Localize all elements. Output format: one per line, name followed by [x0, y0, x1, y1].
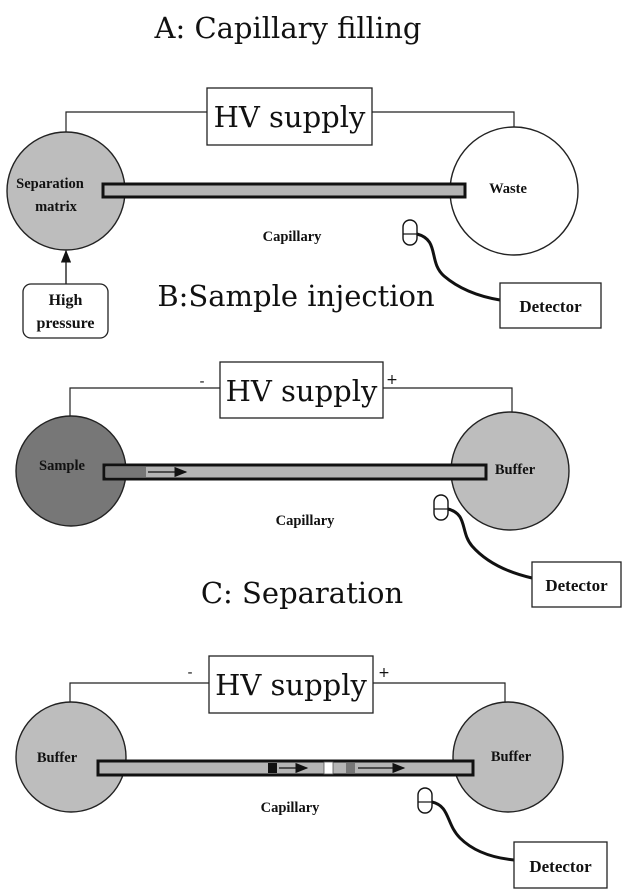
- panel-b-hv-supply-label: HV supply: [226, 374, 378, 408]
- panel-b-hv-supply-box: [219, 361, 384, 419]
- panel-a-capillary: [101, 182, 467, 199]
- panel-a-high-pressure-label-line1: High: [49, 292, 83, 309]
- panel-b-plus-sign: +: [386, 372, 398, 388]
- panel-a-detector-label: Detector: [519, 297, 582, 316]
- panel-c-analyte-band-medium: [346, 763, 355, 773]
- panel-c-right-wire: [373, 682, 506, 710]
- panel-a-capillary-label: Capillary: [263, 229, 323, 245]
- panel-a-title: A: Capillary filling: [154, 11, 422, 45]
- panel-c-hv-supply-label: HV supply: [215, 668, 367, 702]
- panel-b-sample-label: Sample: [39, 458, 85, 474]
- panel-a-left-reservoir-label-line2: matrix: [35, 199, 78, 215]
- panel-c-analyte-band-light: [323, 761, 334, 775]
- panel-b-minus-sign: -: [199, 374, 204, 390]
- panel-b-buffer-label: Buffer: [495, 462, 536, 478]
- panel-c-hv-supply-box: [208, 655, 374, 714]
- panel-b-detector-box: [531, 561, 622, 608]
- panel-b: B:Sample injection HV supply - + Sample …: [15, 279, 622, 608]
- panel-a-detector-probe: [402, 219, 418, 246]
- panel-c-plus-sign: +: [378, 665, 390, 681]
- panel-b-detector-cable: [447, 507, 533, 580]
- panel-a-detector-cable: [416, 232, 501, 302]
- panel-a-left-reservoir-label-line1: Separation: [16, 176, 84, 192]
- panel-a-detector-box: [499, 282, 602, 329]
- panel-c-minus-sign: -: [187, 665, 192, 681]
- panel-b-sample-plug: [106, 467, 146, 477]
- panel-b-detector-probe: [433, 494, 449, 521]
- panel-c-title: C: Separation: [201, 576, 403, 610]
- panel-c: C: Separation HV supply - + Buffer Buffe…: [15, 576, 608, 889]
- panel-c-right-buffer-label: Buffer: [491, 749, 532, 765]
- panel-a-high-pressure-label-line2: pressure: [36, 315, 94, 332]
- panel-c-left-buffer-label: Buffer: [37, 750, 78, 766]
- panel-c-detector-label: Detector: [529, 857, 592, 876]
- panel-b-capillary-label: Capillary: [276, 513, 336, 529]
- panel-c-detector-box: [513, 841, 608, 889]
- panel-b-detector-label: Detector: [545, 576, 608, 595]
- panel-a-waste-label: Waste: [489, 181, 527, 197]
- panel-c-detector-cable: [431, 800, 515, 862]
- panel-a: A: Capillary filling HV supply Separatio…: [6, 11, 602, 339]
- panel-b-capillary: [102, 463, 488, 481]
- panel-a-hv-supply-box: [206, 87, 373, 146]
- panel-a-high-pressure-box: [22, 283, 109, 339]
- panel-c-detector-probe: [417, 787, 433, 814]
- panel-a-hv-supply-label: HV supply: [214, 100, 366, 134]
- panel-c-analyte-band-dark: [268, 763, 277, 773]
- panel-c-right-buffer-reservoir: [452, 701, 564, 813]
- panel-c-capillary-label: Capillary: [261, 800, 321, 816]
- panel-b-title: B:Sample injection: [157, 279, 434, 313]
- panel-c-left-buffer-reservoir: [15, 701, 127, 813]
